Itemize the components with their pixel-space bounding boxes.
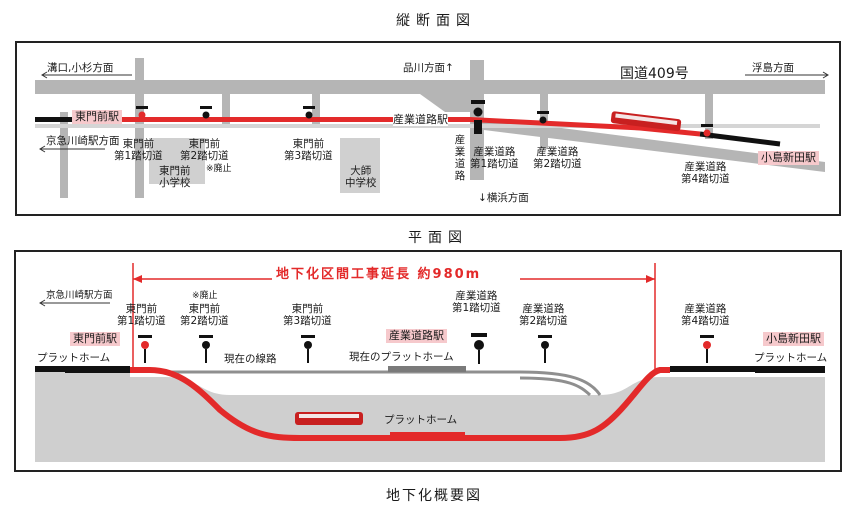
school-block-2: [340, 138, 380, 193]
underground-area: [35, 372, 825, 462]
platform-left: [65, 366, 130, 373]
crossing-signal-icon: [136, 100, 713, 137]
train-icon-bottom: [295, 412, 363, 425]
current-line-label: 現在の線路: [224, 353, 277, 365]
current-track: [165, 370, 602, 397]
b-crossing-1: 東門前第1踏切道: [117, 303, 166, 327]
dir-bottom-label: ↓横浜方面: [478, 192, 529, 204]
sangyo-vertical-label: 産業道路: [454, 134, 466, 182]
train-icon-top: [610, 111, 682, 132]
b-crossing-2: 東門前第2踏切道: [180, 303, 229, 327]
bottom-panel: [14, 250, 842, 472]
dir-left-label: 溝口,小杉方面: [47, 62, 114, 74]
sangyo-crossing-1: 産業道路第1踏切道: [470, 146, 519, 170]
top-panel: [15, 41, 841, 216]
current-platform-label: 現在のプラットホーム: [349, 351, 454, 363]
crossing-signal-icon: [138, 333, 714, 364]
up-arrow-icon: ↑: [445, 62, 454, 74]
sangyo-crossing-2: 産業道路第2踏切道: [533, 146, 582, 170]
top-title: 縦断面図: [396, 13, 476, 29]
platform-underground: [390, 432, 465, 441]
station-right: 小島新田駅: [758, 151, 819, 165]
bottom-title: 地下化概要図: [386, 488, 482, 504]
extension-label: 地下化区間工事延長 約980m: [276, 267, 482, 282]
b-station-left: 東門前駅: [70, 332, 120, 346]
school-block-1: [149, 138, 205, 184]
down-arrow-icon: ↓: [478, 192, 487, 204]
top-rail: [35, 117, 781, 147]
current-platform-bar: [388, 366, 466, 372]
school-label-2: 大師中学校: [345, 165, 377, 189]
abolished-note: ※廃止: [206, 164, 232, 174]
sangyo-crossing-4: 産業道路第4踏切道: [681, 161, 730, 185]
b-sangyo-2: 産業道路第2踏切道: [519, 303, 568, 327]
b-platform-right: プラットホーム: [754, 352, 828, 364]
crossing-label-1: 東門前第1踏切道: [114, 138, 163, 162]
route-label: 国道409号: [620, 66, 689, 82]
b-station-center: 産業道路駅: [386, 329, 447, 343]
station-center: 産業道路駅: [393, 113, 448, 126]
b-platform-left: プラットホーム: [37, 352, 111, 364]
b-crossing-3: 東門前第3踏切道: [283, 303, 332, 327]
underground-platform-label: プラットホーム: [384, 414, 458, 426]
b-sangyo-1: 産業道路第1踏切道: [452, 290, 501, 314]
crossing-label-2: 東門前第2踏切道: [180, 138, 229, 162]
bottom-dir-left: 京急川崎駅方面: [46, 290, 113, 301]
platform-right: [755, 366, 825, 373]
b-sangyo-4: 産業道路第4踏切道: [681, 303, 730, 327]
middle-title: 平面図: [408, 230, 468, 246]
b-abolished-note: ※廃止: [192, 291, 218, 301]
underground-rail: [130, 367, 670, 441]
station-left: 東門前駅: [72, 110, 122, 124]
crossing-label-3: 東門前第3踏切道: [284, 138, 333, 162]
dir-top-label: 品川方面↑: [403, 62, 454, 74]
b-station-right: 小島新田駅: [763, 332, 824, 346]
school-label-1: 東門前小学校: [159, 165, 191, 189]
dir-left-bottom-label: 京急川崎駅方面: [46, 135, 120, 147]
dir-right-label: 浮島方面: [752, 62, 794, 74]
